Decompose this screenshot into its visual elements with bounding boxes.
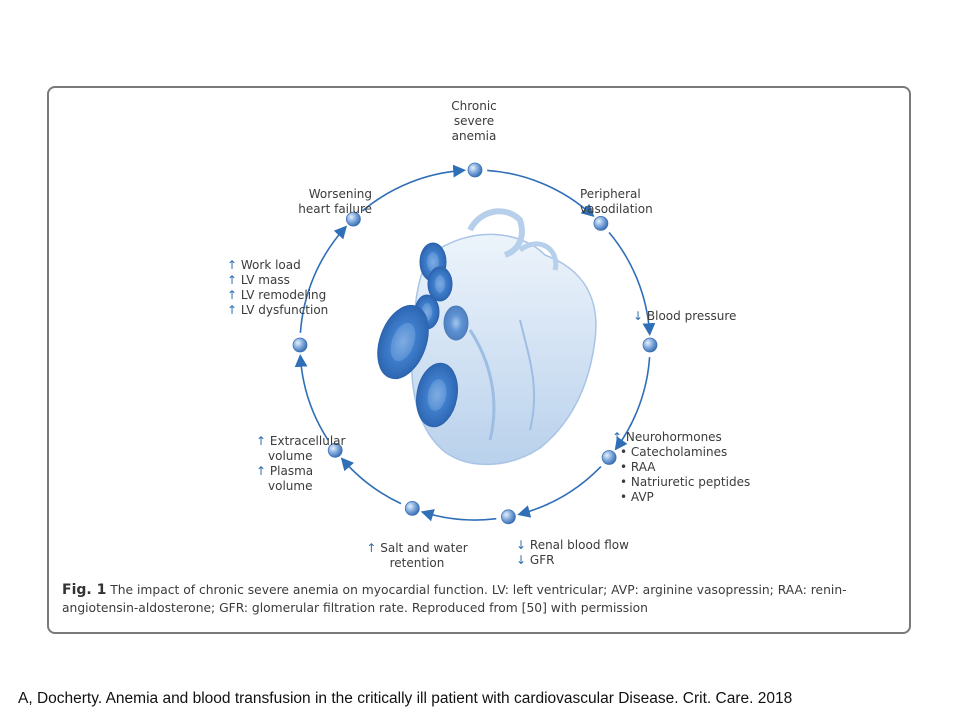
label-volume: ↑ Extracellular volume ↑ Plasma volume (256, 434, 346, 493)
up-arrow-icon: ↑ (612, 430, 623, 444)
node-neurohormones (601, 450, 617, 465)
cycle-arrow (299, 225, 348, 333)
down-arrow-icon: ↓ (516, 538, 527, 552)
citation-text: A, Docherty. Anemia and blood transfusio… (18, 690, 793, 707)
cycle-arrow (608, 231, 656, 336)
node-renal (500, 509, 516, 525)
node-salt-water (404, 500, 420, 516)
up-arrow-icon: ↑ (227, 288, 238, 302)
label-peripheral-vasodilation: Peripheral vasodilation (580, 187, 653, 216)
label-salt-water: ↑ Salt and water retention (366, 541, 468, 570)
node-chronic-anemia (467, 162, 483, 178)
cycle-arrow (517, 466, 602, 518)
cycle-arrow (340, 457, 402, 505)
node-blood-pressure (642, 337, 658, 353)
up-arrow-icon: ↑ (227, 273, 238, 287)
figure-caption: Fig. 1 The impact of chronic severe anem… (62, 581, 902, 617)
label-heart-failure: Worsening heart failure (298, 187, 372, 216)
label-neurohormones: ↑ Neurohormones • Catecholamines • RAA •… (612, 430, 751, 504)
label-chronic-anemia: Chronic severe anemia (451, 99, 497, 143)
down-arrow-icon: ↓ (516, 553, 527, 567)
cycle-arrow (420, 509, 497, 522)
label-blood-pressure: ↓ Blood pressure (633, 309, 737, 323)
cycle-arrow (361, 164, 466, 212)
cycle-arrow (294, 354, 329, 441)
figure-label: Fig. 1 (62, 582, 107, 598)
up-arrow-icon: ↑ (256, 434, 267, 448)
label-lv: ↑ Work load ↑ LV mass ↑ LV remodeling ↑ … (227, 258, 329, 317)
label-renal: ↓ Renal blood flow ↓ GFR (516, 538, 629, 567)
node-lv (292, 337, 308, 353)
cycle-nodes (292, 162, 658, 525)
node-volume (327, 442, 343, 458)
cycle-ring (294, 164, 656, 522)
node-peripheral-vasodilation (593, 215, 609, 231)
up-arrow-icon: ↑ (227, 303, 238, 317)
cycle-arrow (614, 357, 651, 451)
up-arrow-icon: ↑ (227, 258, 238, 272)
down-arrow-icon: ↓ (633, 309, 644, 323)
node-heart-failure (345, 211, 361, 227)
up-arrow-icon: ↑ (366, 541, 377, 555)
heart-illustration (411, 208, 597, 466)
caption-text: The impact of chronic severe anemia on m… (62, 583, 847, 615)
up-arrow-icon: ↑ (256, 464, 267, 478)
blood-cells-illustration (377, 242, 469, 428)
cycle-arrow (487, 169, 595, 218)
